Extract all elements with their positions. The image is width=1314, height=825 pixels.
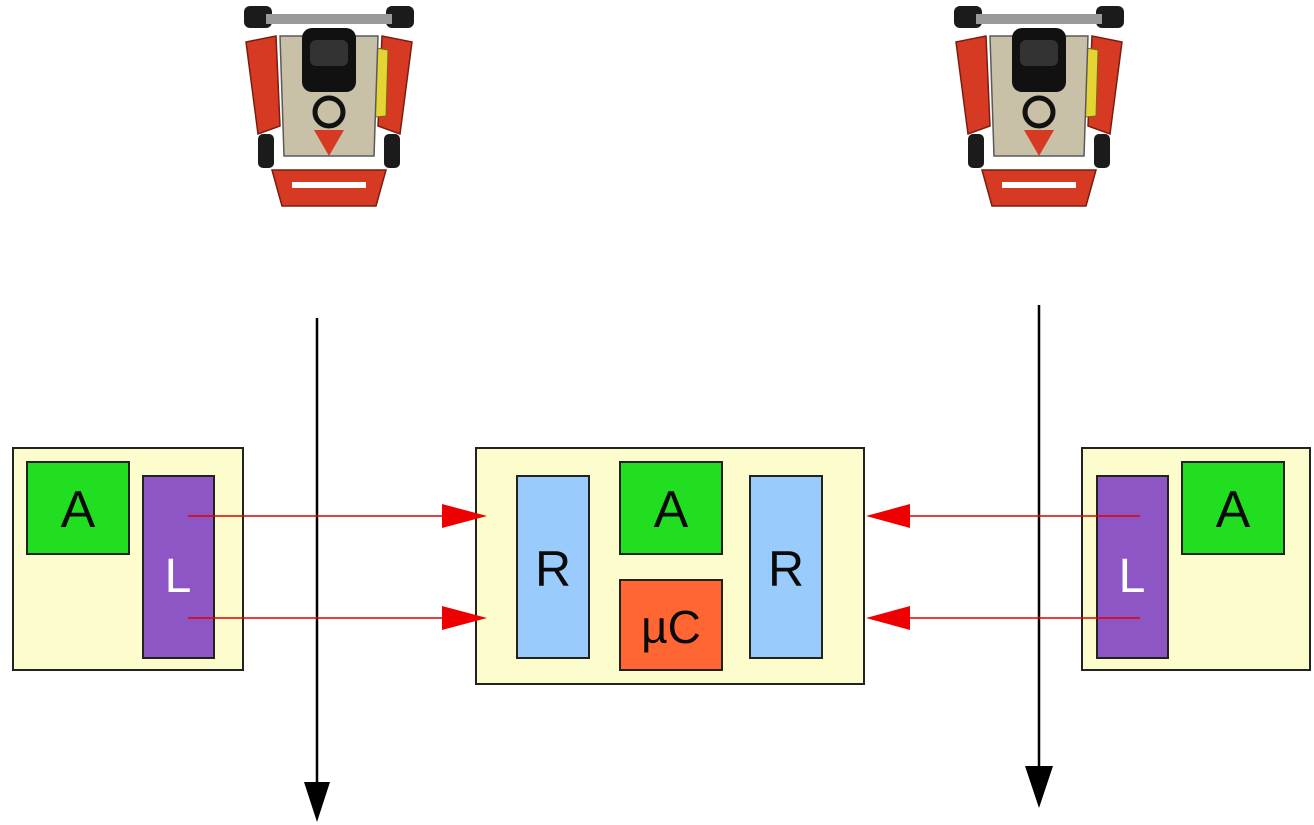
right-laser-label: L xyxy=(1119,550,1146,603)
right-track-arrow xyxy=(1025,305,1053,808)
left-laser-label: L xyxy=(165,550,192,603)
center-antenna-block xyxy=(619,461,723,555)
center-mcu-label: µC xyxy=(641,601,701,653)
left-upper-beam xyxy=(188,504,487,528)
right-antenna-block xyxy=(1181,461,1285,555)
right-kart-icon xyxy=(954,6,1124,206)
right-antenna-label: A xyxy=(1216,481,1251,539)
center-mcu-block xyxy=(619,579,723,671)
right-station: L A xyxy=(1081,447,1311,671)
center-right-receiver-block xyxy=(749,475,823,659)
left-station: A L xyxy=(12,447,244,671)
right-lower-beam xyxy=(866,606,1140,630)
right-laser-block xyxy=(1096,475,1169,659)
left-laser-block xyxy=(142,475,215,659)
center-left-receiver-label: R xyxy=(535,541,571,597)
left-track-arrow xyxy=(304,318,330,822)
left-antenna-block xyxy=(26,461,130,555)
center-station: R A R µC xyxy=(475,447,865,685)
left-kart-icon xyxy=(244,6,414,206)
center-right-receiver-label: R xyxy=(768,541,804,597)
left-lower-beam xyxy=(188,606,487,630)
left-antenna-label: A xyxy=(61,481,96,539)
center-left-receiver-block xyxy=(516,475,590,659)
center-antenna-label: A xyxy=(654,481,689,539)
right-upper-beam xyxy=(866,504,1140,528)
